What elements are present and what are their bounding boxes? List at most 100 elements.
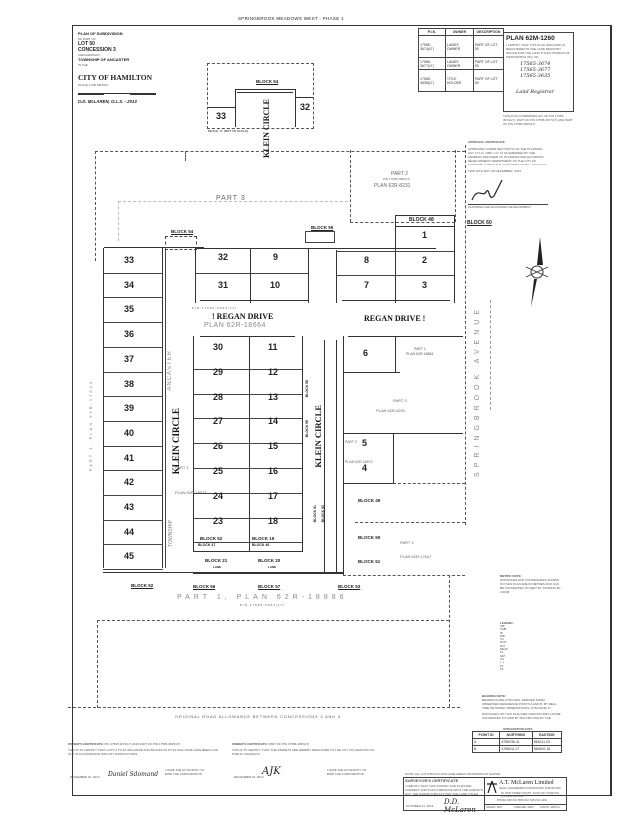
surveyors-certificate-box: SURVEYOR'S CERTIFICATE I CERTIFY THAT: T… [403, 777, 567, 814]
block-53: BLOCK 53 [338, 584, 361, 589]
legend-item: P2 [500, 666, 504, 671]
lot-11: 11 [268, 342, 278, 352]
part-2-pin: PIN 17565-0055(LT) [383, 177, 411, 181]
metric-text: DISTANCES AND COORDINATES SHOWN ON THIS … [500, 578, 561, 594]
block-50: BLOCK 50 [358, 535, 381, 540]
ancaster-label: ANCASTER [167, 350, 173, 391]
block-57: BLOCK 57 [258, 584, 281, 589]
owners-cert-left-heading: OWNER'S CERTIFICATE: [68, 742, 104, 746]
north-arrow-icon [525, 237, 549, 307]
lot-27: 27 [213, 416, 224, 427]
legend-item: PL [500, 650, 504, 655]
registry-plan-number: PLAN 62M-1260 [506, 35, 555, 42]
detail-a-inset: BLOCK 54 KLEIN CIRCLE 33 32 [207, 63, 314, 158]
lot-13: 13 [268, 391, 279, 402]
lot-7: 7 [364, 280, 370, 290]
lots-note: NOTE: ALL LOTS BLOCK AND LANE AREAS INFO… [405, 772, 501, 776]
lot-23: 23 [213, 515, 224, 526]
integration-heading: INTEGRATION DATA [503, 727, 533, 731]
lot-30: 30 [213, 342, 224, 352]
lot-1: 1 [422, 230, 428, 240]
lot-43: 43 [124, 502, 135, 512]
owner-cell: TITLE HOLDER [444, 69, 474, 92]
part-2-plan: PLAN 62R-8231 [374, 183, 411, 189]
right-part-1-plan: PLAN 62R-18664 [406, 352, 434, 356]
surveyors-cert-signature: D.D. McLaren [444, 798, 476, 814]
lot-44: 44 [124, 526, 135, 537]
regan-pin: PIN 17565-0653(LT) [192, 306, 238, 310]
description-cell: PART OF LOT 50 [472, 69, 505, 92]
lot-28: 28 [213, 391, 224, 402]
description-cell: PART OF LOT 50 [472, 35, 505, 58]
block-61: BLOCK 61 [313, 505, 317, 523]
block-58: BLOCK 58 [305, 380, 309, 398]
road-allowance-label: ORIGINAL ROAD ALLOWANCE BETWEEN CONCESSI… [175, 714, 341, 719]
block-46: BLOCK 46 [252, 543, 270, 547]
integration-cell: 4785236.41 [499, 738, 533, 746]
metric-note: METRIC NOTE: DISTANCES AND COORDINATES S… [500, 574, 562, 594]
title-city: CITY OF HAMILTON [78, 73, 153, 82]
note-2: DISTANCES ON THIS PLAN ARE GROUND AND CA… [482, 712, 561, 720]
owners-cert-right-company: I HAVE THE AUTHORITY TO BIND THE CORPORA… [327, 768, 367, 776]
lot-2: 2 [422, 255, 428, 265]
legend-item: (...) [500, 660, 505, 665]
registry-pin-1: 17565-3674 [520, 61, 551, 67]
title-concession: CONCESSION 3 [78, 47, 116, 53]
lot-42: 42 [124, 477, 135, 488]
north-boundary [95, 151, 465, 152]
firm-address: 69 JOHN STREET SOUTH, SUITE 230, HAMILTO… [501, 792, 560, 798]
integration-cell: 584502.18 [531, 745, 563, 753]
inset-lot-32: 32 [300, 102, 311, 112]
regan-drive-text: REGAN DRIVE [216, 312, 274, 321]
pin-col-header: P.I.N. [418, 28, 446, 36]
lot-18: 18 [268, 515, 279, 526]
firm-name: A.T. McLaren Limited [499, 780, 554, 786]
registry-footer: THIS PLAN COMPRISES ALL OF PIN 17565-367… [503, 114, 573, 126]
title-surveyor: D.D. McLAREN, O.L.S. - 2013 [78, 99, 137, 104]
part-3-label: PART 3 [216, 195, 246, 202]
left-plan-label: PART 1, PLAN 62R-17644 [88, 380, 93, 472]
west-boundary [103, 248, 104, 568]
right-bottom-part-1: PART 1 [400, 540, 414, 545]
inset-block-54: BLOCK 54 [256, 79, 279, 84]
lot-10: 10 [270, 280, 281, 290]
title-line1: PLAN OF SUBDIVISION [78, 31, 123, 36]
legend-item: IB [500, 630, 503, 635]
integration-header: EASTING [531, 731, 563, 739]
owners-cert-right-date: DECEMBER 10, 2013 [234, 775, 264, 779]
block-56: BLOCK 56 [193, 584, 216, 589]
lot-45: 45 [124, 551, 135, 562]
block-21: BLOCK 21 [205, 558, 228, 563]
regan-drive-text: REGAN DRIVE [364, 314, 421, 323]
right-part-3-plan: PLAN 62R-8231 [376, 408, 406, 413]
lot-9: 9 [273, 252, 279, 262]
lot-4: 4 [362, 463, 368, 473]
registry-signature: Land Registrar [516, 89, 555, 95]
bearing-text: BEARINGS ARE UTM GRID, DERIVED FROM OBSE… [482, 698, 557, 710]
block-20: BLOCK 20 [258, 558, 281, 563]
approval-heading: APPROVAL CERTIFICATE [468, 140, 505, 144]
approval-signature-icon [471, 179, 503, 201]
registry-text: I CERTIFY THAT THIS PLAN (62M-1260) IS R… [506, 43, 570, 59]
firm-logo-icon [487, 781, 497, 793]
block-19: BLOCK 19 [252, 536, 275, 541]
township-label: TOWNSHIP [168, 520, 174, 547]
firm-sub: LEGAL, ENGINEERING AND BUILDING SURVEYOR… [499, 787, 561, 790]
legend-item: SIB [500, 624, 505, 628]
owners-cert-right-heading: OWNER'S CERTIFICATE: [232, 742, 268, 746]
lot-26: 26 [213, 441, 224, 452]
lot-31: 31 [218, 280, 229, 290]
lot-41: 41 [124, 452, 135, 463]
title-line5: (GEOGRAPHIC) [78, 53, 101, 57]
legend-item: MON [500, 640, 507, 645]
title-scale: SCALE 1:500 METRIC [78, 83, 109, 87]
right-part-2-plan: PLAN 62R-18573 [345, 460, 373, 464]
right-part-2: PART 2 [345, 440, 357, 444]
integration-data: INTEGRATION DATA POINT ID NORTHING EASTI… [468, 727, 568, 753]
owners-certificate-left: OWNER'S CERTIFICATE: PIN 17565-3674(LT) … [68, 742, 218, 779]
lot-16: 16 [268, 466, 279, 476]
lot-12: 12 [268, 366, 279, 377]
regan-plan-label: PLAN 62R-18664 [204, 322, 266, 329]
scale-bar [78, 90, 156, 95]
lot-14: 14 [268, 416, 279, 427]
